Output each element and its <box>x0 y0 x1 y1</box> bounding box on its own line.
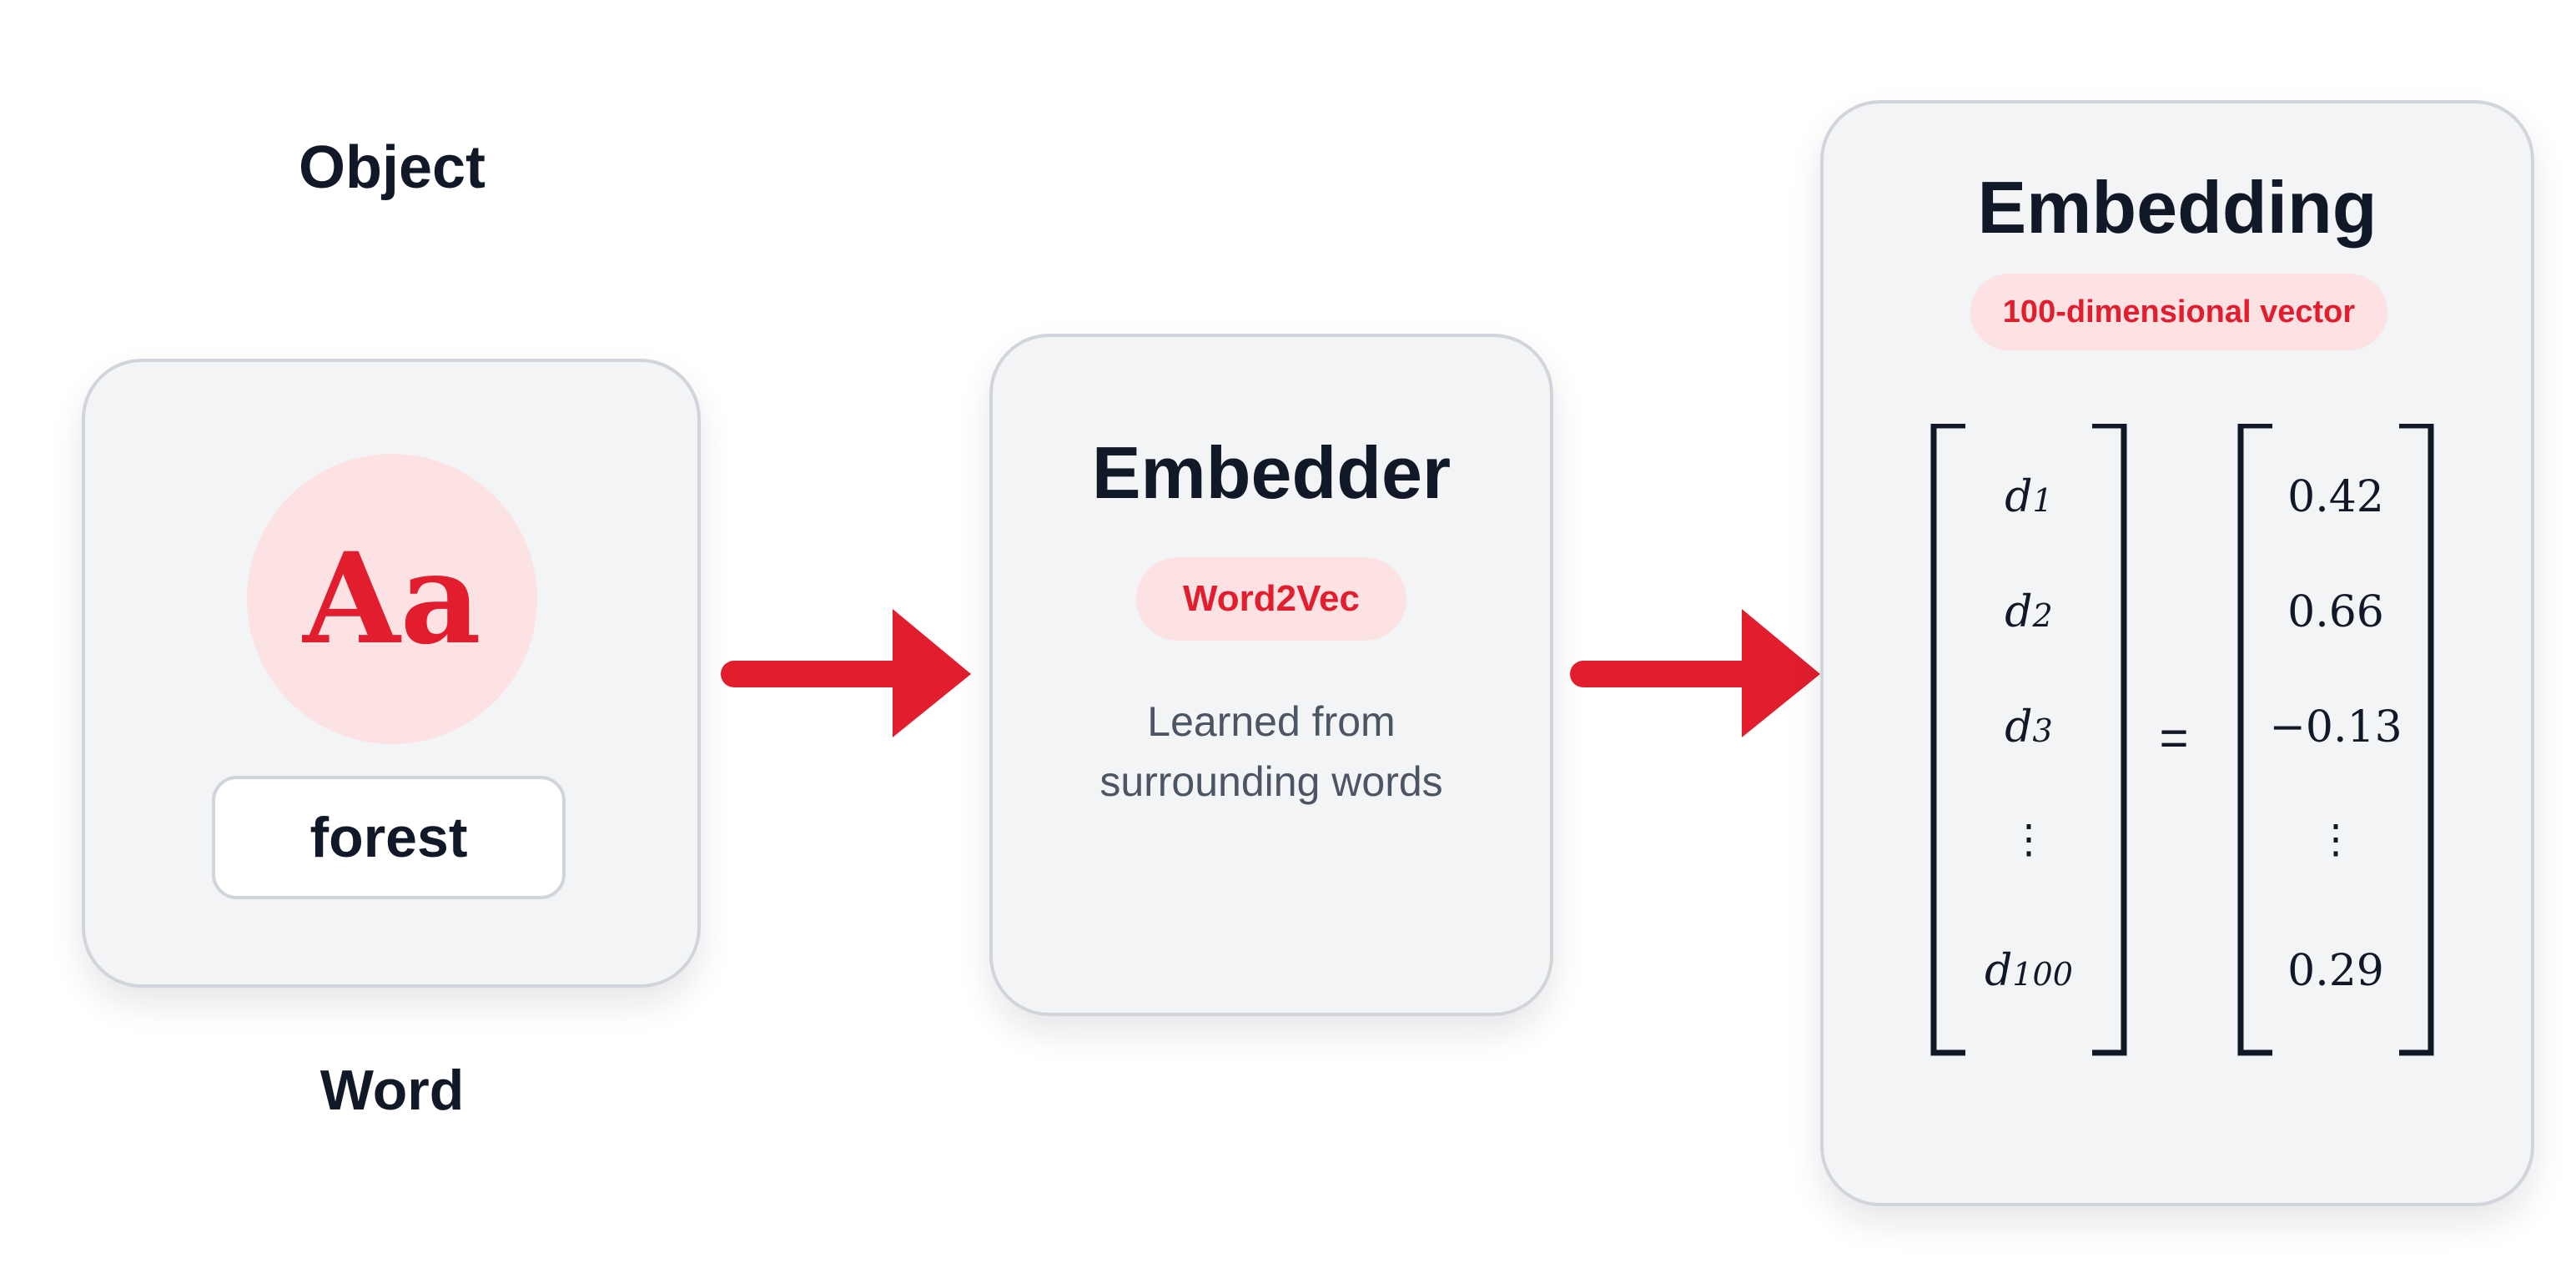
embedding-badge: 100-dimensional vector <box>1970 274 2387 350</box>
dimension-name-2: d2 <box>2005 587 2053 637</box>
arrow-right-icon <box>721 609 971 737</box>
glyph-text-icon: Aa <box>303 526 481 672</box>
word-box: forest <box>212 776 566 899</box>
embedder-card: Embedder Word2Vec Learned from surroundi… <box>989 334 1553 1016</box>
dimension-name-3: d3 <box>2005 702 2053 752</box>
word-text: forest <box>309 806 468 869</box>
equals-sign: = <box>2159 710 2189 766</box>
object-label: Object <box>298 134 486 201</box>
dimension-name-100: d100 <box>1985 946 2073 996</box>
dimension-ellipsis: ⋮ <box>2009 816 2049 863</box>
matrix-bracket-icon <box>1930 424 2127 1056</box>
dimension-name-1: d1 <box>2005 472 2053 522</box>
dimension-value-100: 0.29 <box>2287 946 2384 996</box>
object-card: Aa forest <box>82 359 701 988</box>
dimension-value-2: 0.66 <box>2287 587 2384 637</box>
word-label: Word <box>319 1059 465 1122</box>
embedding-title: Embedding <box>1977 166 2377 249</box>
matrix-bracket-icon <box>2237 424 2434 1056</box>
embedder-title: Embedder <box>1091 431 1452 514</box>
arrow-right-icon <box>1570 609 1820 737</box>
embedder-description-line-2: surrounding words <box>1099 758 1443 805</box>
value-ellipsis: ⋮ <box>2316 816 2356 863</box>
embedding-card: Embedding 100-dimensional vector d1 d2 d… <box>1820 100 2534 1206</box>
dimension-value-1: 0.42 <box>2287 472 2384 522</box>
embedder-badge: Word2Vec <box>1136 557 1406 641</box>
dimension-value-3: −0.13 <box>2269 702 2402 752</box>
glyph-circle: Aa <box>247 454 537 744</box>
embedder-description-line-1: Learned from <box>1147 698 1396 745</box>
